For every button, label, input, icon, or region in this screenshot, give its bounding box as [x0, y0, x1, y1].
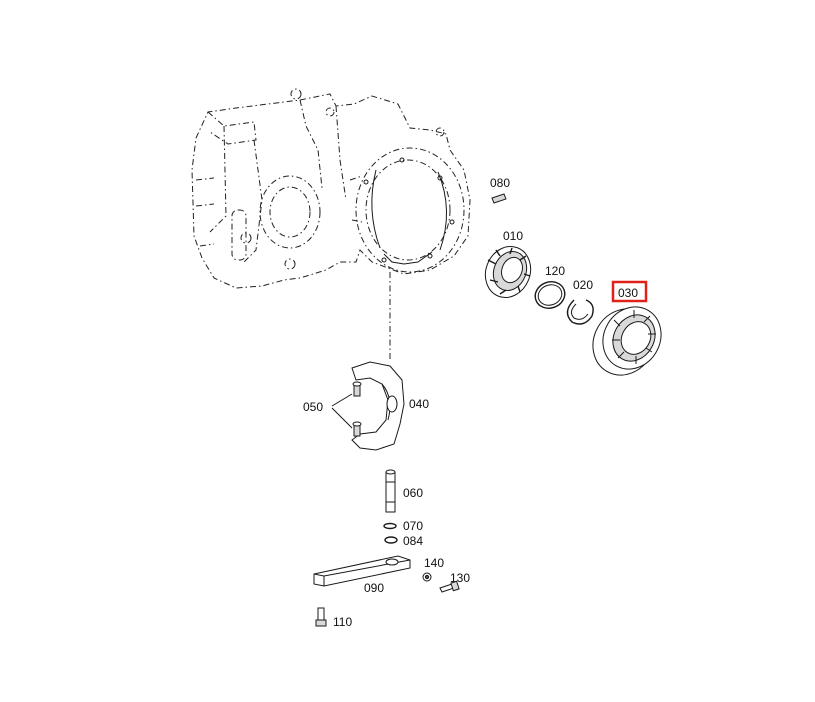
part-040-shift-fork[interactable]	[351, 361, 405, 451]
part-010-bearing[interactable]	[478, 240, 538, 305]
part-080-pin[interactable]	[491, 193, 507, 204]
label-070[interactable]: 070	[403, 519, 423, 533]
part-050-pins[interactable]	[331, 381, 362, 437]
label-030[interactable]: 030	[618, 286, 638, 300]
label-090[interactable]: 090	[364, 581, 384, 595]
part-030-bearing-ring[interactable]	[581, 296, 672, 386]
part-060-shaft[interactable]	[385, 469, 396, 513]
label-080[interactable]: 080	[490, 176, 510, 190]
part-140-washer[interactable]	[422, 572, 432, 582]
label-084[interactable]: 084	[403, 534, 423, 548]
part-120-ring[interactable]	[531, 278, 568, 313]
label-040[interactable]: 040	[409, 397, 429, 411]
label-060[interactable]: 060	[403, 486, 423, 500]
label-120[interactable]: 120	[545, 264, 565, 278]
part-084-oring[interactable]	[384, 536, 398, 544]
label-020[interactable]: 020	[573, 278, 593, 292]
part-020-snap-ring[interactable]	[566, 299, 594, 325]
part-070-oring[interactable]	[383, 522, 397, 530]
label-130[interactable]: 130	[450, 571, 470, 585]
label-050[interactable]: 050	[303, 400, 323, 414]
part-090-lever[interactable]	[313, 555, 411, 587]
transmission-housing[interactable]	[191, 88, 471, 289]
highlight-box-030	[611, 280, 648, 303]
part-130-bolt[interactable]	[439, 580, 460, 593]
label-140[interactable]: 140	[424, 556, 444, 570]
label-110[interactable]: 110	[333, 615, 352, 629]
label-010[interactable]: 010	[503, 229, 523, 243]
part-110-bolt[interactable]	[315, 607, 327, 627]
